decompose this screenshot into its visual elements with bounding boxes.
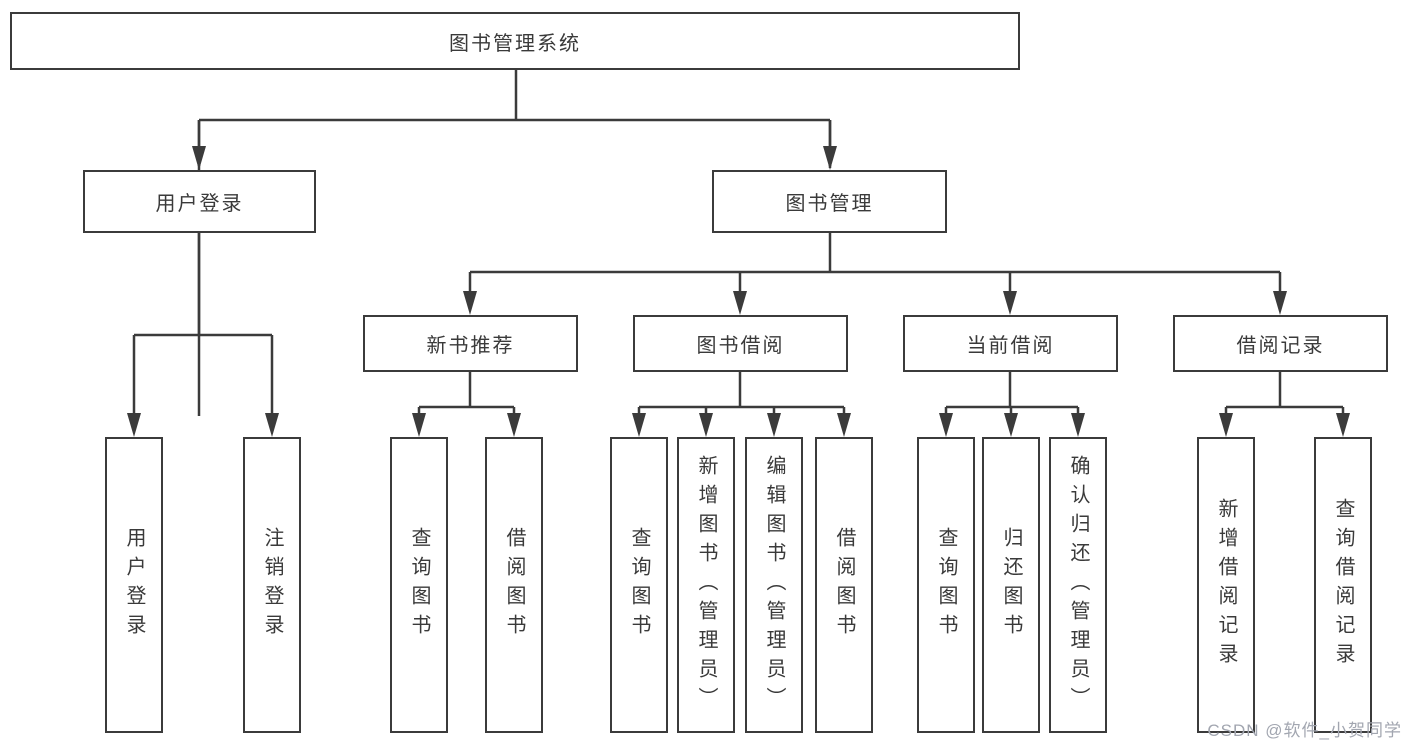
connector-bookborrow-to-leaves	[637, 372, 846, 416]
node-book-management: 图书管理	[712, 170, 947, 233]
connector-records-to-leaves	[1224, 372, 1345, 416]
leaf-records-add-record: 新增借阅记录	[1197, 437, 1255, 733]
csdn-watermark: CSDN @软件_小贺同学	[1207, 721, 1402, 740]
leaf-borrow-edit-books-admin: 编辑图书（管理员）	[745, 437, 803, 733]
connector-userlogin-to-leaves	[132, 233, 274, 416]
node-borrow-records: 借阅记录	[1173, 315, 1388, 372]
connector-currentborrow-to-leaves	[944, 372, 1080, 416]
connector-root-to-level2	[197, 70, 832, 416]
connector-newbooks-to-leaves	[417, 372, 516, 416]
node-current-borrow: 当前借阅	[903, 315, 1118, 372]
leaf-logout: 注销登录	[243, 437, 301, 733]
leaf-current-query-books: 查询图书	[917, 437, 975, 733]
connector-bookmgmt-to-level3	[468, 233, 1282, 294]
arrowheads	[127, 146, 1350, 437]
node-user-login: 用户登录	[83, 170, 316, 233]
leaf-user-login: 用户登录	[105, 437, 163, 733]
leaf-borrow-borrow-books: 借阅图书	[815, 437, 873, 733]
leaf-current-confirm-return-admin: 确认归还（管理员）	[1049, 437, 1107, 733]
leaf-records-query-record: 查询借阅记录	[1314, 437, 1372, 733]
leaf-newbooks-query-books: 查询图书	[390, 437, 448, 733]
leaf-current-return-books: 归还图书	[982, 437, 1040, 733]
leaf-borrow-query-books: 查询图书	[610, 437, 668, 733]
node-root-library-system: 图书管理系统	[10, 12, 1020, 70]
leaf-newbooks-borrow-books: 借阅图书	[485, 437, 543, 733]
node-book-borrow: 图书借阅	[633, 315, 848, 372]
leaf-borrow-add-books-admin: 新增图书（管理员）	[677, 437, 735, 733]
node-new-book-recommend: 新书推荐	[363, 315, 578, 372]
